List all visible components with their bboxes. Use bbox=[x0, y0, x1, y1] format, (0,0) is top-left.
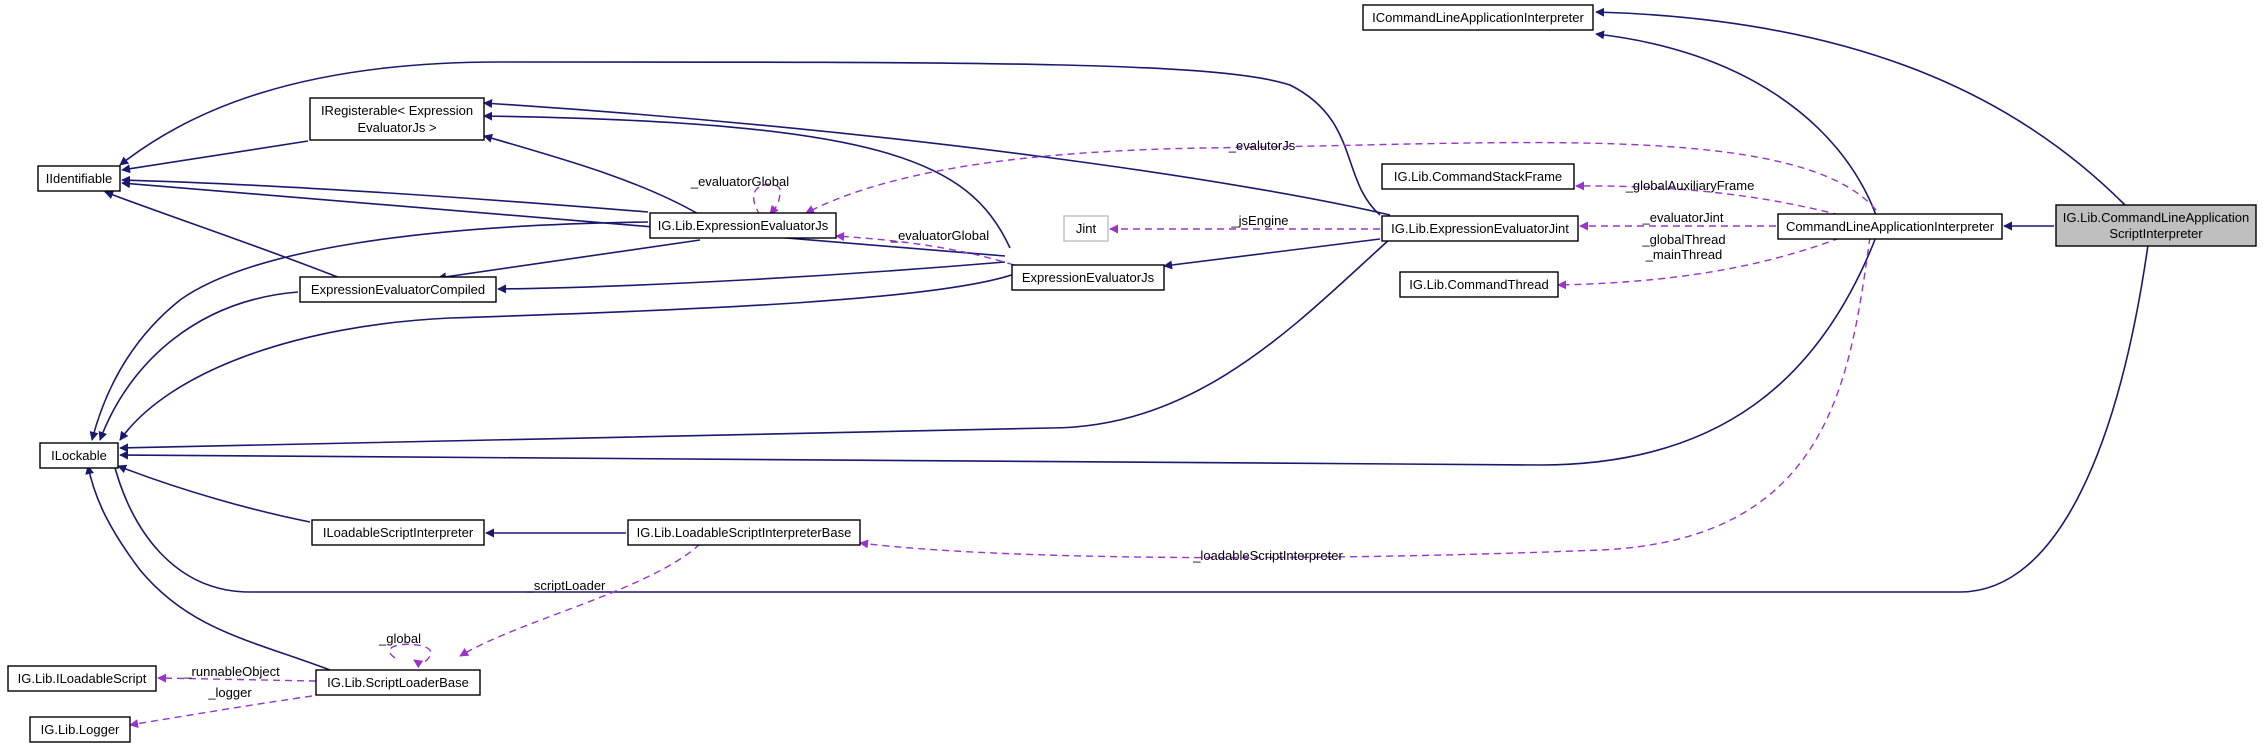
edge-expevaljs-to-compiled bbox=[497, 261, 1006, 294]
node-label: ILoadableScriptInterpreter bbox=[323, 525, 474, 540]
node-expressionevaluatorjs[interactable]: ExpressionEvaluatorJs bbox=[1011, 264, 1165, 291]
label-evaluatorglobal-self: _evaluatorGlobal bbox=[690, 174, 789, 189]
edge-runnableobject bbox=[157, 673, 317, 683]
label-scriptloader: _scriptLoader bbox=[526, 578, 606, 593]
edge-compiled-to-iidentifiable bbox=[104, 190, 346, 281]
label-globalauxiliaryframe: _globalAuxiliaryFrame bbox=[1625, 178, 1755, 193]
node-label: ILockable bbox=[51, 448, 107, 463]
label-evaluatorjint: _evaluatorJint bbox=[1642, 210, 1724, 225]
node-label: IG.Lib.ExpressionEvaluatorJint bbox=[1391, 221, 1569, 236]
node-iloadablescriptinterpreter[interactable]: ILoadableScriptInterpreter bbox=[311, 519, 485, 546]
edge-jint-to-ilockable bbox=[119, 238, 1391, 453]
edge-labels: _evaluatorGlobal _evalutorJs _globalAuxi… bbox=[183, 138, 1754, 700]
node-label: IG.Lib.ScriptLoaderBase bbox=[327, 675, 469, 690]
node-label: ExpressionEvaluatorJs bbox=[1022, 270, 1155, 285]
edge-scriptloader bbox=[459, 543, 701, 657]
usage-edges bbox=[129, 141, 1877, 729]
node-ig-lib-expressionevaluatorjint[interactable]: IG.Lib.ExpressionEvaluatorJint bbox=[1381, 215, 1579, 242]
edge-expevaljs-to-iidentifiable bbox=[121, 179, 1006, 257]
edge-nsjs-to-ilockable bbox=[89, 221, 649, 441]
label-global: _global bbox=[378, 631, 421, 646]
node-ig-lib-commandlineapplicationscriptinterpreter[interactable]: IG.Lib.CommandLineApplication ScriptInte… bbox=[2055, 204, 2257, 247]
node-label: IG.Lib.CommandThread bbox=[1409, 277, 1548, 292]
node-label: IG.Lib.LoadableScriptInterpreterBase bbox=[637, 525, 852, 540]
node-ig-lib-expressionevaluatorjs[interactable]: IG.Lib.ExpressionEvaluatorJs bbox=[649, 212, 837, 239]
edge-expevaljs-to-ilockable bbox=[119, 271, 1021, 441]
node-label: ExpressionEvaluatorCompiled bbox=[311, 282, 485, 297]
node-label-line2: ScriptInterpreter bbox=[2109, 226, 2203, 241]
node-label-line1: IG.Lib.CommandLineApplication bbox=[2063, 210, 2249, 225]
edge-focus-to-ilockable bbox=[110, 244, 2149, 593]
node-label: IG.Lib.ExpressionEvaluatorJs bbox=[658, 218, 829, 233]
node-label: CommandLineApplicationInterpreter bbox=[1786, 219, 1995, 234]
node-jint[interactable]: Jint bbox=[1063, 215, 1109, 242]
edge-logger bbox=[129, 695, 313, 729]
edge-jint-to-iidentifiable bbox=[119, 61, 1381, 216]
node-commandlineapplicationinterpreter[interactable]: CommandLineApplicationInterpreter bbox=[1777, 213, 2003, 240]
edge-evaluatorglobal-self bbox=[752, 183, 781, 216]
edge-iloadable-to-ilockable bbox=[117, 464, 311, 523]
node-label-line1: IRegisterable< Expression bbox=[321, 103, 473, 118]
node-label: IG.Lib.CommandStackFrame bbox=[1394, 169, 1562, 184]
node-label: ICommandLineApplicationInterpreter bbox=[1372, 10, 1584, 25]
edge-cmdline-to-ilockable bbox=[119, 236, 1877, 466]
edge-compiled-to-ilockable bbox=[98, 291, 299, 441]
node-label-line2: EvaluatorJs > bbox=[357, 120, 436, 135]
edge-focus-to-icommand bbox=[1595, 7, 2126, 206]
label-evaluatorglobal: _evaluatorGlobal bbox=[890, 228, 989, 243]
label-loadablescriptinterpreter: _loadableScriptInterpreter bbox=[1192, 548, 1343, 563]
node-label: Jint bbox=[1076, 221, 1097, 236]
edge-jint-to-iregisterable bbox=[483, 99, 1391, 216]
node-ig-lib-loadablescriptinterpreterbase[interactable]: IG.Lib.LoadableScriptInterpreterBase bbox=[627, 519, 861, 546]
edge-globalauxiliaryframe bbox=[1575, 181, 1841, 216]
inheritance-edges bbox=[85, 7, 2149, 671]
node-label: IG.Lib.ILoadableScript bbox=[18, 671, 147, 686]
label-jsengine: _jsEngine bbox=[1230, 213, 1288, 228]
edge-cmdline-to-icommand bbox=[1595, 30, 1877, 216]
node-ig-lib-iloadablescript[interactable]: IG.Lib.ILoadableScript bbox=[7, 665, 157, 692]
edge-nsjs-to-iregisterable bbox=[483, 133, 701, 216]
edge-global-self bbox=[389, 643, 432, 669]
nodes: ICommandLineApplicationInterpreter IRegi… bbox=[7, 4, 2257, 743]
edge-threads bbox=[1557, 237, 1841, 290]
edge-scriptloader-to-ilockable bbox=[85, 465, 331, 671]
node-iregisterable[interactable]: IRegisterable< Expression EvaluatorJs > bbox=[309, 97, 485, 141]
label-logger: _logger bbox=[207, 685, 252, 700]
label-evalutorjs: _evalutorJs bbox=[1228, 138, 1296, 153]
node-icommandlineapplicationinterpreter[interactable]: ICommandLineApplicationInterpreter bbox=[1362, 4, 1594, 31]
node-label: IIdentifiable bbox=[46, 171, 113, 186]
edge-nsjs-to-compiled bbox=[437, 239, 701, 282]
label-globalthread: _globalThread bbox=[1641, 232, 1725, 247]
node-ig-lib-scriptloaderbase[interactable]: IG.Lib.ScriptLoaderBase bbox=[315, 669, 481, 696]
node-ig-lib-commandthread[interactable]: IG.Lib.CommandThread bbox=[1399, 271, 1559, 298]
node-ilockable[interactable]: ILockable bbox=[39, 442, 119, 469]
node-ig-lib-logger[interactable]: IG.Lib.Logger bbox=[29, 716, 131, 743]
edge-evaluatorglobal bbox=[835, 232, 1015, 266]
edge-loadablescriptinterpreter bbox=[859, 236, 1871, 559]
node-iidentifiable[interactable]: IIdentifiable bbox=[37, 165, 121, 192]
label-mainthread: _mainThread bbox=[1645, 247, 1723, 262]
label-runnableobject: _runnableObject bbox=[183, 664, 280, 679]
edge-jint-to-expevaljs bbox=[1163, 238, 1381, 270]
edge-expevaljs-to-iregisterable bbox=[483, 111, 1011, 249]
edge-evalutorjs bbox=[805, 141, 1877, 214]
node-commandstackframe[interactable]: IG.Lib.CommandStackFrame bbox=[1381, 163, 1575, 190]
edge-iregisterable-to-iidentifiable bbox=[121, 140, 309, 174]
node-label: IG.Lib.Logger bbox=[41, 722, 120, 737]
node-expressionevaluatorcompiled[interactable]: ExpressionEvaluatorCompiled bbox=[299, 276, 497, 303]
edge-nsjs-to-iidentifiable bbox=[121, 175, 649, 213]
